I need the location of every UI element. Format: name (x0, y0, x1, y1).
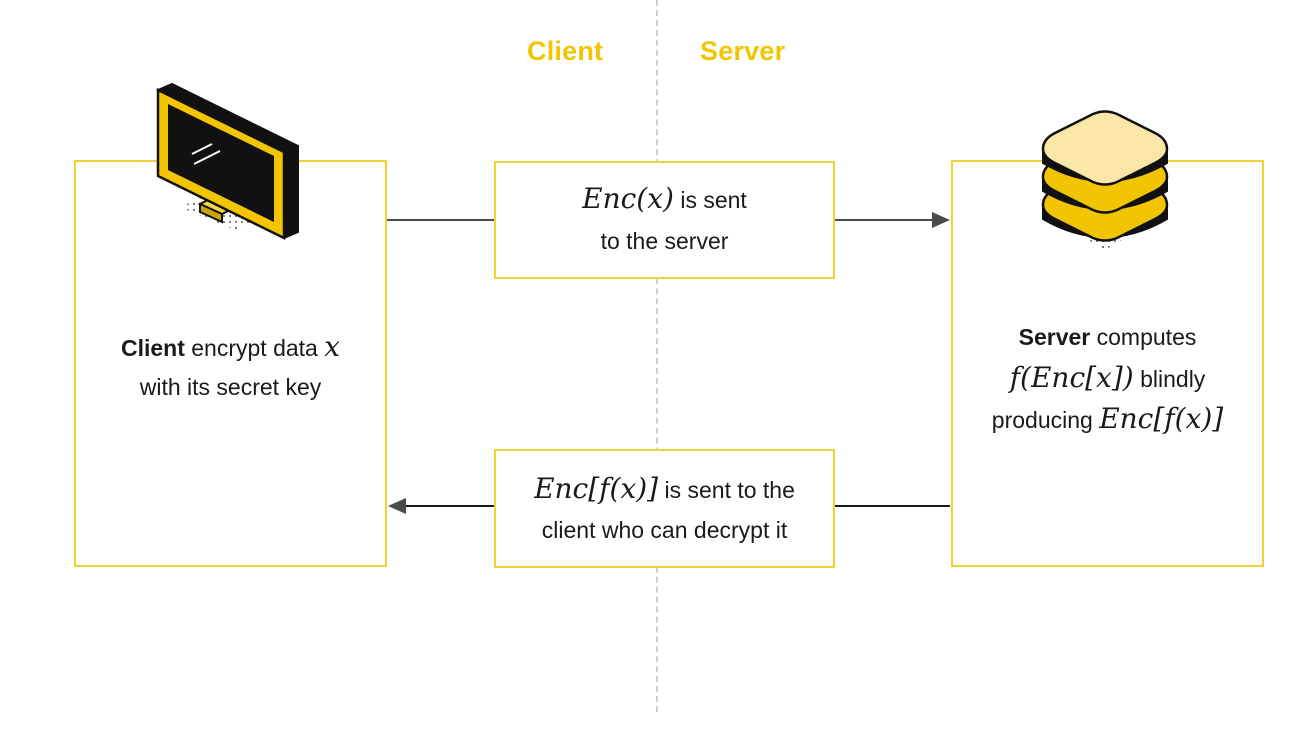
server-text-computes: computes (1090, 324, 1197, 350)
server-text-producing: producing (991, 407, 1100, 433)
server-box-line3: producing Enc[f(x)] (953, 399, 1262, 440)
client-text-encrypt: encrypt data (184, 335, 325, 361)
client-label: Client (120, 335, 185, 361)
client-server-divider (656, 0, 658, 712)
server-math-f-enc-x: f(Enc[x]) (1009, 361, 1134, 394)
client-heading: Client (527, 36, 604, 66)
top-message-line1: Enc(x) is sent (496, 179, 833, 220)
computer-monitor-icon (156, 82, 299, 241)
bottom-message-box: Enc[f(x)] is sent to the client who can … (494, 449, 835, 568)
bottom-message-line2: client who can decrypt it (541, 517, 788, 543)
server-text-blindly: blindly (1133, 366, 1206, 392)
server-heading: Server (700, 36, 786, 66)
server-label: Server (1018, 324, 1091, 350)
server-math-enc-f-x: Enc[f(x)] (1099, 402, 1224, 435)
top-message-box: Enc(x) is sent to the server (494, 161, 835, 279)
database-server-icon (1041, 110, 1169, 250)
client-box-line1: Client encrypt data x (76, 327, 385, 368)
top-message-text: is sent (673, 187, 747, 213)
server-box-line1: Server computes (953, 317, 1262, 357)
bottom-message-line1: Enc[f(x)] is sent to the (496, 469, 833, 510)
bottom-message-math: Enc[f(x)] (534, 472, 659, 505)
server-box-line2: f(Enc[x]) blindly (953, 358, 1262, 399)
top-message-line2: to the server (600, 228, 729, 254)
client-box-line2: with its secret key (139, 374, 322, 400)
top-message-math: Enc(x) (582, 182, 674, 215)
bottom-message-text: is sent to the (658, 477, 795, 503)
client-var-x: x (324, 330, 341, 363)
